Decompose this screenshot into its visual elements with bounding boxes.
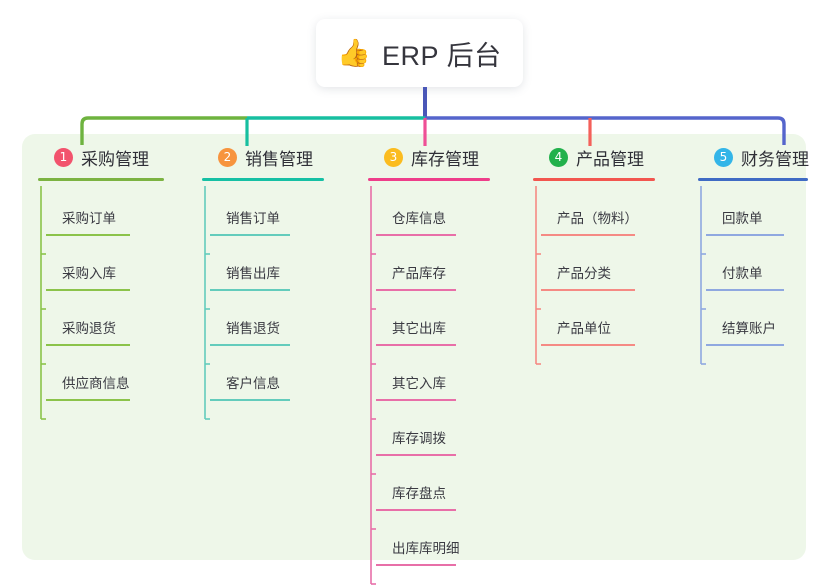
leaf-label: 采购入库 — [62, 266, 116, 281]
leaf-rule — [210, 234, 290, 236]
leaf-item[interactable]: 其它入库 — [368, 346, 490, 401]
leaf-rule — [376, 509, 456, 511]
column-product: 4 产品管理产品（物料） 产品分类产品单位 — [533, 145, 655, 346]
column-rule-product — [533, 178, 655, 181]
leaf-rule — [541, 289, 635, 291]
leaf-item[interactable]: 产品库存 — [368, 236, 490, 291]
leaf-label: 销售出库 — [226, 266, 280, 281]
leaf-rule — [46, 289, 130, 291]
column-badge-purchase: 1 — [54, 147, 73, 167]
leaf-label: 回款单 — [722, 211, 763, 226]
leaf-list-product: 产品（物料） 产品分类产品单位 — [533, 181, 655, 346]
leaf-label: 产品分类 — [557, 266, 611, 281]
leaf-item[interactable]: 出库库明细 — [368, 511, 490, 566]
leaf-item[interactable]: 其它出库 — [368, 291, 490, 346]
leaf-rule — [376, 454, 456, 456]
leaf-list-sales: 销售订单销售出库销售退货客户信息 — [202, 181, 324, 401]
leaf-item[interactable]: 库存盘点 — [368, 456, 490, 511]
leaf-rule — [210, 399, 290, 401]
leaf-label: 采购退货 — [62, 321, 116, 336]
leaf-rule — [210, 344, 290, 346]
leaf-item[interactable]: 产品分类 — [533, 236, 655, 291]
column-title-product: 产品管理 — [576, 149, 644, 169]
leaf-list-inventory: 仓库信息产品库存其它出库其它入库库存调拨库存盘点出库库明细 — [368, 181, 490, 566]
leaf-rule — [210, 289, 290, 291]
leaf-item[interactable]: 采购退货 — [38, 291, 164, 346]
root-node[interactable]: 👍 ERP 后台 — [316, 19, 523, 87]
leaf-item[interactable]: 产品单位 — [533, 291, 655, 346]
root-title: ERP 后台 — [382, 40, 502, 71]
leaf-rule — [706, 344, 784, 346]
leaf-label: 采购订单 — [62, 211, 116, 226]
leaf-label: 产品单位 — [557, 321, 611, 336]
column-title-purchase: 采购管理 — [81, 149, 149, 169]
leaf-rule — [541, 234, 635, 236]
column-header-product[interactable]: 4 产品管理 — [533, 145, 655, 169]
column-header-purchase[interactable]: 1 采购管理 — [38, 145, 164, 169]
leaf-item[interactable]: 付款单 — [698, 236, 809, 291]
column-header-sales[interactable]: 2 销售管理 — [202, 145, 324, 169]
leaf-label: 库存盘点 — [392, 486, 446, 501]
leaf-item[interactable]: 采购入库 — [38, 236, 164, 291]
leaf-rule — [376, 234, 456, 236]
column-rule-finance — [698, 178, 808, 181]
leaf-rule — [46, 399, 130, 401]
leaf-label: 出库库明细 — [392, 541, 460, 556]
leaf-item[interactable]: 采购订单 — [38, 181, 164, 236]
leaf-item[interactable]: 库存调拨 — [368, 401, 490, 456]
leaf-list-purchase: 采购订单采购入库采购退货供应商信息 — [38, 181, 164, 401]
column-title-inventory: 库存管理 — [411, 149, 479, 169]
column-title-finance: 财务管理 — [741, 149, 809, 169]
column-badge-finance: 5 — [714, 147, 733, 167]
leaf-item[interactable]: 结算账户 — [698, 291, 809, 346]
leaf-label: 供应商信息 — [62, 376, 130, 391]
leaf-label: 付款单 — [722, 266, 763, 281]
leaf-list-finance: 回款单付款单结算账户 — [698, 181, 809, 346]
leaf-label: 其它入库 — [392, 376, 446, 391]
leaf-item[interactable]: 供应商信息 — [38, 346, 164, 401]
leaf-rule — [706, 234, 784, 236]
leaf-item[interactable]: 产品（物料） — [533, 181, 655, 236]
column-badge-sales: 2 — [218, 147, 237, 167]
column-badge-product: 4 — [549, 147, 568, 167]
leaf-label: 产品库存 — [392, 266, 446, 281]
column-header-finance[interactable]: 5 财务管理 — [698, 145, 809, 169]
leaf-label: 产品（物料） — [557, 211, 638, 226]
leaf-item[interactable]: 仓库信息 — [368, 181, 490, 236]
column-header-inventory[interactable]: 3 库存管理 — [368, 145, 490, 169]
thumbs-up-icon: 👍 — [337, 38, 372, 68]
leaf-label: 销售退货 — [226, 321, 280, 336]
leaf-rule — [46, 344, 130, 346]
leaf-label: 仓库信息 — [392, 211, 446, 226]
leaf-rule — [376, 344, 456, 346]
column-sales: 2 销售管理销售订单销售出库销售退货客户信息 — [202, 145, 324, 401]
column-rule-purchase — [38, 178, 164, 181]
leaf-item[interactable]: 回款单 — [698, 181, 809, 236]
column-rule-inventory — [368, 178, 490, 181]
leaf-label: 库存调拨 — [392, 431, 446, 446]
leaf-rule — [376, 289, 456, 291]
leaf-label: 结算账户 — [722, 321, 776, 336]
leaf-rule — [541, 344, 635, 346]
column-badge-inventory: 3 — [384, 147, 403, 167]
column-rule-sales — [202, 178, 324, 181]
leaf-rule — [376, 399, 456, 401]
leaf-label: 客户信息 — [226, 376, 280, 391]
leaf-item[interactable]: 客户信息 — [202, 346, 324, 401]
leaf-label: 销售订单 — [226, 211, 280, 226]
column-title-sales: 销售管理 — [245, 149, 313, 169]
leaf-rule — [706, 289, 784, 291]
column-inventory: 3 库存管理仓库信息产品库存其它出库其它入库库存调拨库存盘点出库库明细 — [368, 145, 490, 566]
leaf-item[interactable]: 销售退货 — [202, 291, 324, 346]
leaf-label: 其它出库 — [392, 321, 446, 336]
column-finance: 5 财务管理回款单付款单结算账户 — [698, 145, 809, 346]
leaf-item[interactable]: 销售出库 — [202, 236, 324, 291]
leaf-rule — [376, 564, 456, 566]
leaf-item[interactable]: 销售订单 — [202, 181, 324, 236]
columns-panel — [22, 134, 806, 560]
leaf-rule — [46, 234, 130, 236]
column-purchase: 1 采购管理采购订单采购入库采购退货供应商信息 — [38, 145, 164, 401]
